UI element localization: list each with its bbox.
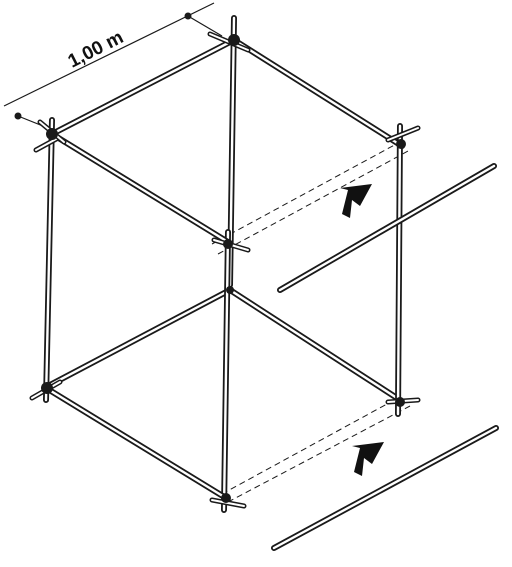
frame-back-edges [47,287,403,403]
joint-bottom-right [395,397,405,407]
frame-top-edges [49,37,405,245]
insertion-guides [211,141,411,503]
lower-guide-line-b [227,405,411,503]
upper-guide-line-a [211,141,401,245]
joint-center-bottom-back [226,286,234,294]
upper-arrow-icon [340,184,372,218]
joint-top-right [396,139,406,149]
dimension-extension-right [187,15,223,37]
joint-bottom-left [41,382,53,394]
joint-bottom-front [221,493,231,503]
upper-guide-line-b [217,149,411,255]
lower-guide-line-a [221,397,399,495]
joint-top-left [46,128,58,140]
joint-top-back [228,34,240,46]
lower-arrow-icon [352,442,384,476]
joint-lashings [41,34,406,503]
dimension-endpoint-right [184,12,192,20]
dimension-endpoint-left [14,112,22,120]
loose-poles [271,163,499,551]
frame-bottom-edges [43,385,229,501]
vertical-posts [43,15,403,513]
dimension-line [3,2,215,107]
joint-front-top [223,239,233,249]
dimension-label: 1,00 m [65,27,127,73]
insertion-arrows [340,184,384,476]
